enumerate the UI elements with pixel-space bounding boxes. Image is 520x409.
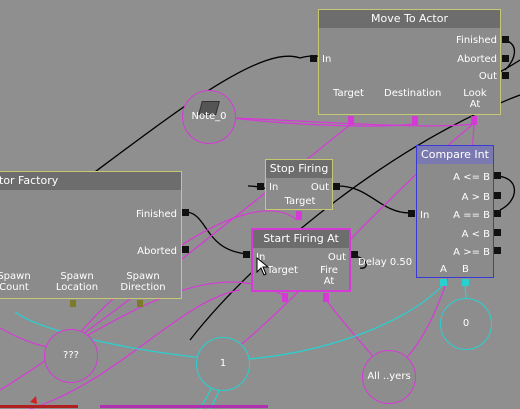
node-start-firing-at[interactable]: Start Firing At In Out Target Fire At <box>251 228 351 292</box>
node-title: tor Factory <box>0 172 181 190</box>
node-title: Stop Firing <box>266 160 332 178</box>
int-zero-label: 0 <box>462 318 470 329</box>
pin-in-label: In <box>420 210 430 221</box>
startfiring-out-pin[interactable] <box>351 251 358 258</box>
var-a-label: A <box>440 264 447 275</box>
pin-le-label: A <= B <box>453 172 490 183</box>
factory-finished-pin[interactable] <box>182 209 189 216</box>
move-out-pin[interactable] <box>502 72 509 79</box>
var-look-at-label: Look At <box>463 88 487 110</box>
var-target-label: Target <box>267 265 298 276</box>
var-spawn-location-label: Spawn Location <box>55 271 99 293</box>
int-variable-one[interactable]: 1 <box>196 337 250 391</box>
link-factory-finished <box>179 211 249 255</box>
pin-eq-label: A == B <box>453 210 490 221</box>
pin-in-label: In <box>322 54 332 65</box>
pin-finished-label: Finished <box>136 209 177 220</box>
pin-ge-label: A >= B <box>453 247 490 258</box>
move-aborted-pin[interactable] <box>502 55 509 62</box>
compare-ge-pin[interactable] <box>494 247 501 254</box>
note-label: Note_0 <box>191 111 227 122</box>
factory-spawndirection-pin[interactable] <box>137 300 143 307</box>
startfiring-in-pin[interactable] <box>243 251 250 258</box>
factory-spawnlocation-pin[interactable] <box>70 300 76 307</box>
all-players-label: All ..yers <box>367 371 411 382</box>
var-target-label: Target <box>333 88 364 99</box>
node-stop-firing[interactable]: Stop Firing In Out Target <box>265 159 333 210</box>
compare-lt-pin[interactable] <box>494 229 501 236</box>
move-destination-pin[interactable] <box>412 116 418 125</box>
compare-gt-pin[interactable] <box>494 192 501 199</box>
node-title: Move To Actor <box>319 10 500 28</box>
var-fire-at-label: Fire At <box>320 265 338 287</box>
int-one-label: 1 <box>219 358 227 369</box>
move-finished-pin[interactable] <box>502 36 509 43</box>
stopfiring-out-pin[interactable] <box>333 183 340 190</box>
pin-in-label: In <box>269 182 279 193</box>
int-variable-zero[interactable]: 0 <box>440 298 492 350</box>
compare-eq-pin[interactable] <box>494 210 501 217</box>
move-in-pin[interactable] <box>310 55 317 62</box>
pin-aborted-label: Aborted <box>137 246 177 257</box>
node-move-to-actor[interactable]: Move To Actor In Finished Aborted Out Ta… <box>318 9 501 115</box>
factory-aborted-pin[interactable] <box>182 246 189 253</box>
var-spawn-direction-label: Spawn Direction <box>120 271 166 293</box>
bottom-bar-magenta <box>100 405 268 408</box>
pin-gt-label: A > B <box>461 192 490 203</box>
compare-a-pin[interactable] <box>440 279 447 286</box>
startfiring-fireat-pin[interactable] <box>323 293 329 302</box>
pin-out-label: Out <box>327 252 346 263</box>
stopfiring-target-pin[interactable] <box>296 211 302 220</box>
pin-in-label: In <box>256 252 266 263</box>
pin-out-label: Out <box>310 182 329 193</box>
bottom-bar-red <box>0 405 78 408</box>
node-compare-int[interactable]: Compare Int In A <= B A > B A == B A < B… <box>416 145 494 278</box>
var-destination-label: Destination <box>384 88 442 99</box>
node-actor-factory[interactable]: tor Factory Finished Aborted Spawn Count… <box>0 171 182 299</box>
red-marker-icon <box>30 396 37 404</box>
pin-finished-label: Finished <box>456 35 497 46</box>
mouse-cursor-icon <box>256 257 270 276</box>
compare-le-pin[interactable] <box>494 172 501 179</box>
var-spawn-count-label: Spawn Count <box>0 271 31 293</box>
pin-out-label: Out <box>478 71 497 82</box>
node-title: Start Firing At <box>253 230 349 248</box>
link-long-diag <box>189 94 520 341</box>
compare-b-pin[interactable] <box>462 279 469 286</box>
note-variable[interactable]: Note_0 <box>182 90 236 144</box>
compare-in-pin[interactable] <box>408 210 415 217</box>
object-variable-unknown[interactable]: ??? <box>44 329 98 383</box>
move-target-pin[interactable] <box>348 116 354 125</box>
var-target-label: Target <box>284 196 316 207</box>
node-title: Compare Int <box>417 146 493 164</box>
delay-label: Delay 0.50 <box>358 257 413 268</box>
link-stopfiring-out <box>337 185 411 214</box>
pin-aborted-label: Aborted <box>457 54 497 65</box>
unknown-label: ??? <box>63 350 79 361</box>
startfiring-target-pin[interactable] <box>282 293 288 302</box>
stopfiring-in-pin[interactable] <box>257 183 264 190</box>
link-compare-le <box>494 175 516 211</box>
var-b-label: B <box>462 264 469 275</box>
move-lookat-pin[interactable] <box>471 116 477 125</box>
object-list-all-players[interactable]: All ..yers <box>362 350 416 404</box>
pin-lt-label: A < B <box>461 229 490 240</box>
